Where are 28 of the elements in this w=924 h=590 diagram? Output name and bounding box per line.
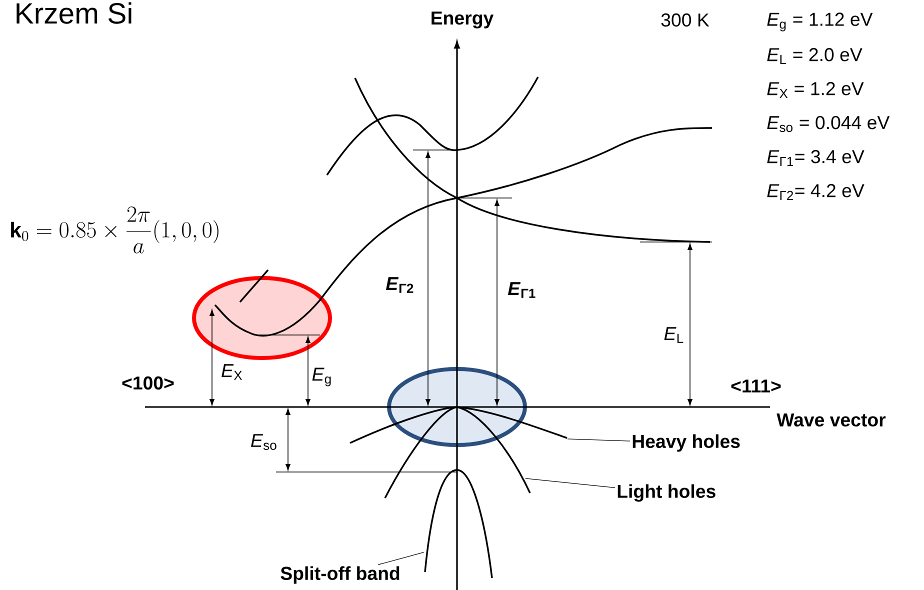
energy-label: E$_{Γ2}$ xyxy=(386,277,414,293)
energy-label: E$_{X}$ xyxy=(222,364,242,380)
band-label: Light holes xyxy=(618,484,716,502)
energy-label: E$_{Γ1}$ xyxy=(508,282,536,298)
band-curve xyxy=(424,469,493,578)
leader-line xyxy=(378,552,424,566)
direction-label: <111> xyxy=(731,380,781,392)
direction-label: <100> xyxy=(122,376,174,390)
axis-label: Wave vector xyxy=(776,414,886,427)
band-label: Split-off band xyxy=(280,566,400,584)
formula: $\mathbf{k}_0 = 0.85 \times \frac{2\pi}{a}(1,0,0)$ xyxy=(11,206,218,254)
leader-line xyxy=(525,478,616,488)
parameter-value: E$_{X}$ = 1.2 eV xyxy=(767,82,864,98)
energy-label: E$_{L}$ xyxy=(664,327,684,343)
parameter-value: E$_{so}$ = 0.044 eV xyxy=(767,116,890,132)
axis-label: Energy xyxy=(432,12,494,28)
band-label: Heavy holes xyxy=(632,434,740,452)
title: Krzem Si xyxy=(16,2,132,24)
parameter-value: E$_{Γ1}$= 3.4 eV xyxy=(767,150,864,166)
parameter-value: E$_{Γ2}$= 4.2 eV xyxy=(767,184,864,200)
energy-label: E$_{so}$ xyxy=(251,434,276,450)
band-curve xyxy=(384,406,531,498)
band-curve xyxy=(350,406,568,444)
energy-label: E$_{g}$ xyxy=(312,368,331,386)
parameter-value: E$_{g}$ = 1.12 eV xyxy=(767,12,873,32)
temperature-label: 300 K xyxy=(661,13,710,27)
leader-line xyxy=(567,438,630,442)
parameter-value: E$_{L}$ = 2.0 eV xyxy=(767,48,862,64)
